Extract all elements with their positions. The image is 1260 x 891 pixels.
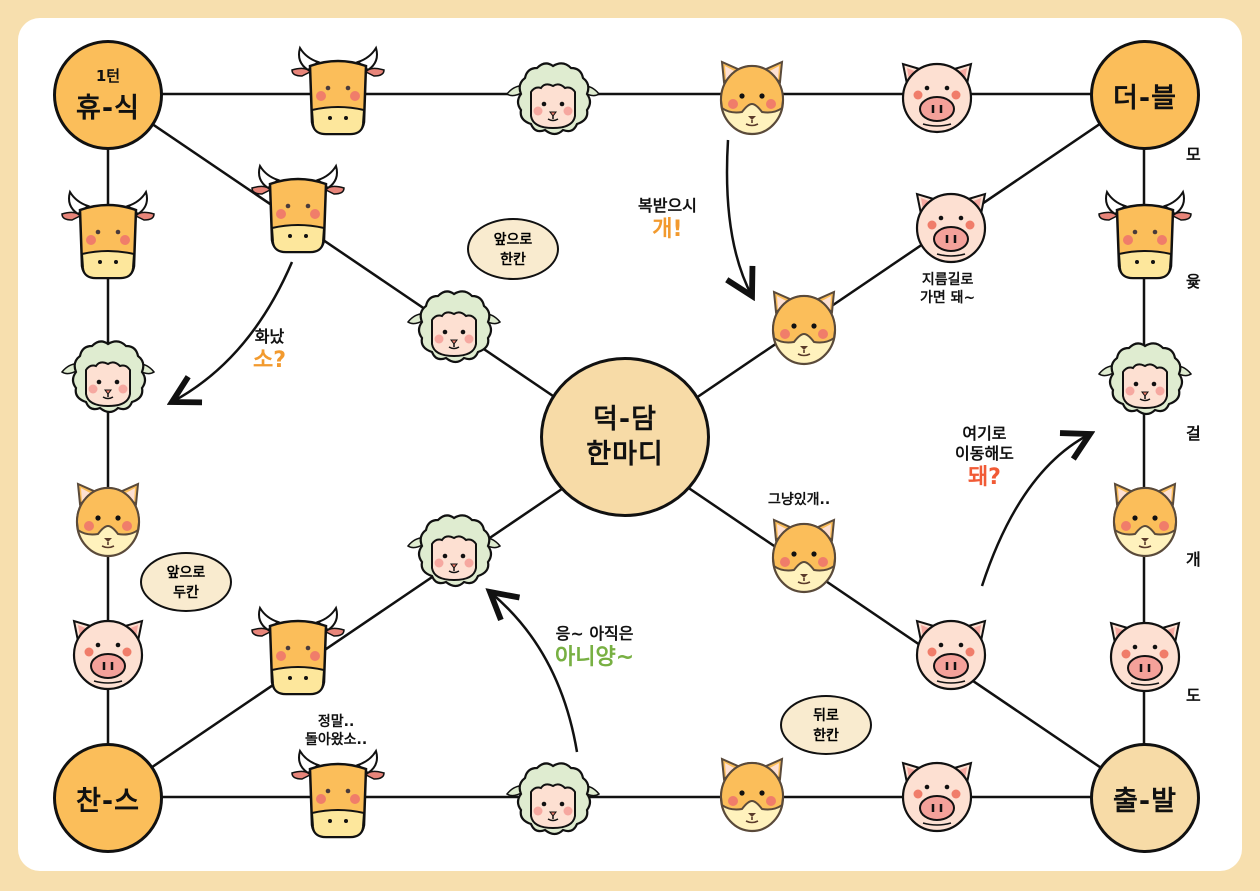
- bubble-forward-two: 앞으로 두칸: [140, 552, 232, 612]
- bubble-text: 한칸: [500, 252, 526, 268]
- corner-chance: 찬-스: [53, 743, 163, 853]
- bubble-text: 앞으로: [166, 565, 206, 581]
- pig-icon: [915, 619, 987, 691]
- corner-start: 출-발: [1090, 743, 1200, 853]
- annotation-accent: 돼?: [967, 465, 1001, 490]
- arrow-not-yet: [490, 592, 579, 753]
- bubble-text: 두칸: [173, 585, 199, 601]
- sheep-icon: [1097, 342, 1193, 416]
- corner-rest-label: 휴-식: [76, 93, 140, 124]
- pig-icon: [901, 62, 973, 134]
- sheep-icon: [505, 62, 601, 136]
- dog-icon: [75, 482, 141, 558]
- arrow-move-here: [980, 434, 1090, 587]
- annotation-text: 화났: [254, 327, 285, 346]
- sheep-icon: [406, 514, 502, 588]
- corner-start-label: 출-발: [1113, 785, 1177, 817]
- annotation-move-here: 여기로 이동해도 돼?: [955, 424, 1014, 492]
- corner-double-label: 더-블: [1113, 82, 1177, 114]
- yut-label-do: 도: [1186, 686, 1201, 705]
- annotation-text: 여기로: [962, 424, 1007, 443]
- arrow-lucky-dog: [727, 139, 752, 296]
- dog-icon: [719, 757, 785, 833]
- yut-label-yut: 윷: [1186, 272, 1201, 291]
- corner-double: 더-블: [1090, 40, 1200, 150]
- yut-label-mo: 모: [1186, 145, 1201, 164]
- pig-icon: [915, 192, 987, 264]
- annotation-text: 이동해도: [955, 444, 1014, 463]
- annotation-text: 지름길로: [921, 272, 974, 288]
- corner-rest: 1턴 휴-식: [53, 40, 163, 150]
- annotation-back-cow: 정말.. 돌아왔소..: [305, 714, 367, 749]
- annotation-text: 복받으시: [638, 196, 697, 215]
- center-line2: 한마디: [586, 439, 664, 470]
- sheep-icon: [505, 762, 601, 836]
- bubble-back-one: 뒤로 한칸: [780, 695, 872, 755]
- cow-icon: [60, 190, 156, 280]
- yut-label-geol: 걸: [1186, 424, 1201, 443]
- pig-icon: [72, 619, 144, 691]
- cow-icon: [290, 46, 386, 136]
- center-circle: 덕-담 한마디: [540, 357, 710, 517]
- dog-icon: [719, 60, 785, 136]
- annotation-text: 돌아왔소..: [305, 731, 368, 748]
- annotation-accent: 아니양~: [555, 645, 635, 670]
- annotation-accent: 소?: [253, 348, 287, 373]
- cow-icon: [250, 606, 346, 696]
- annotation-lucky-dog: 복받으시 개!: [638, 196, 697, 244]
- annotation-text: 그냥있개..: [768, 492, 831, 508]
- dog-icon: [771, 518, 837, 594]
- pig-icon: [1109, 621, 1181, 693]
- dog-icon: [771, 290, 837, 366]
- cow-icon: [290, 749, 386, 839]
- dog-icon: [1112, 482, 1178, 558]
- sheep-icon: [60, 340, 156, 414]
- bubble-forward-one: 앞으로 한칸: [467, 218, 559, 280]
- corner-chance-label: 찬-스: [76, 785, 140, 817]
- cow-icon: [1097, 190, 1193, 280]
- annotation-shortcut: 지름길로 가면 돼~: [920, 272, 975, 307]
- center-line1: 덕-담: [593, 403, 657, 435]
- corner-rest-turn: 1턴: [95, 67, 121, 85]
- annotation-accent: 개!: [652, 217, 683, 242]
- cow-icon: [250, 164, 346, 254]
- bubble-text: 앞으로: [493, 232, 533, 248]
- arrow-angry-cow: [172, 261, 294, 402]
- annotation-not-yet: 응~ 아직은 아니양~: [555, 624, 634, 672]
- annotation-text: 정말..: [317, 714, 355, 730]
- annotation-stay-dog: 그냥있개..: [768, 492, 830, 510]
- bubble-text: 한칸: [813, 728, 839, 744]
- bubble-text: 뒤로: [813, 708, 839, 724]
- annotation-text: 가면 돼~: [920, 289, 976, 306]
- pig-icon: [901, 761, 973, 833]
- annotation-angry-cow: 화났 소?: [253, 327, 286, 375]
- yut-label-gae: 개: [1186, 550, 1201, 569]
- annotation-text: 응~ 아직은: [555, 624, 634, 643]
